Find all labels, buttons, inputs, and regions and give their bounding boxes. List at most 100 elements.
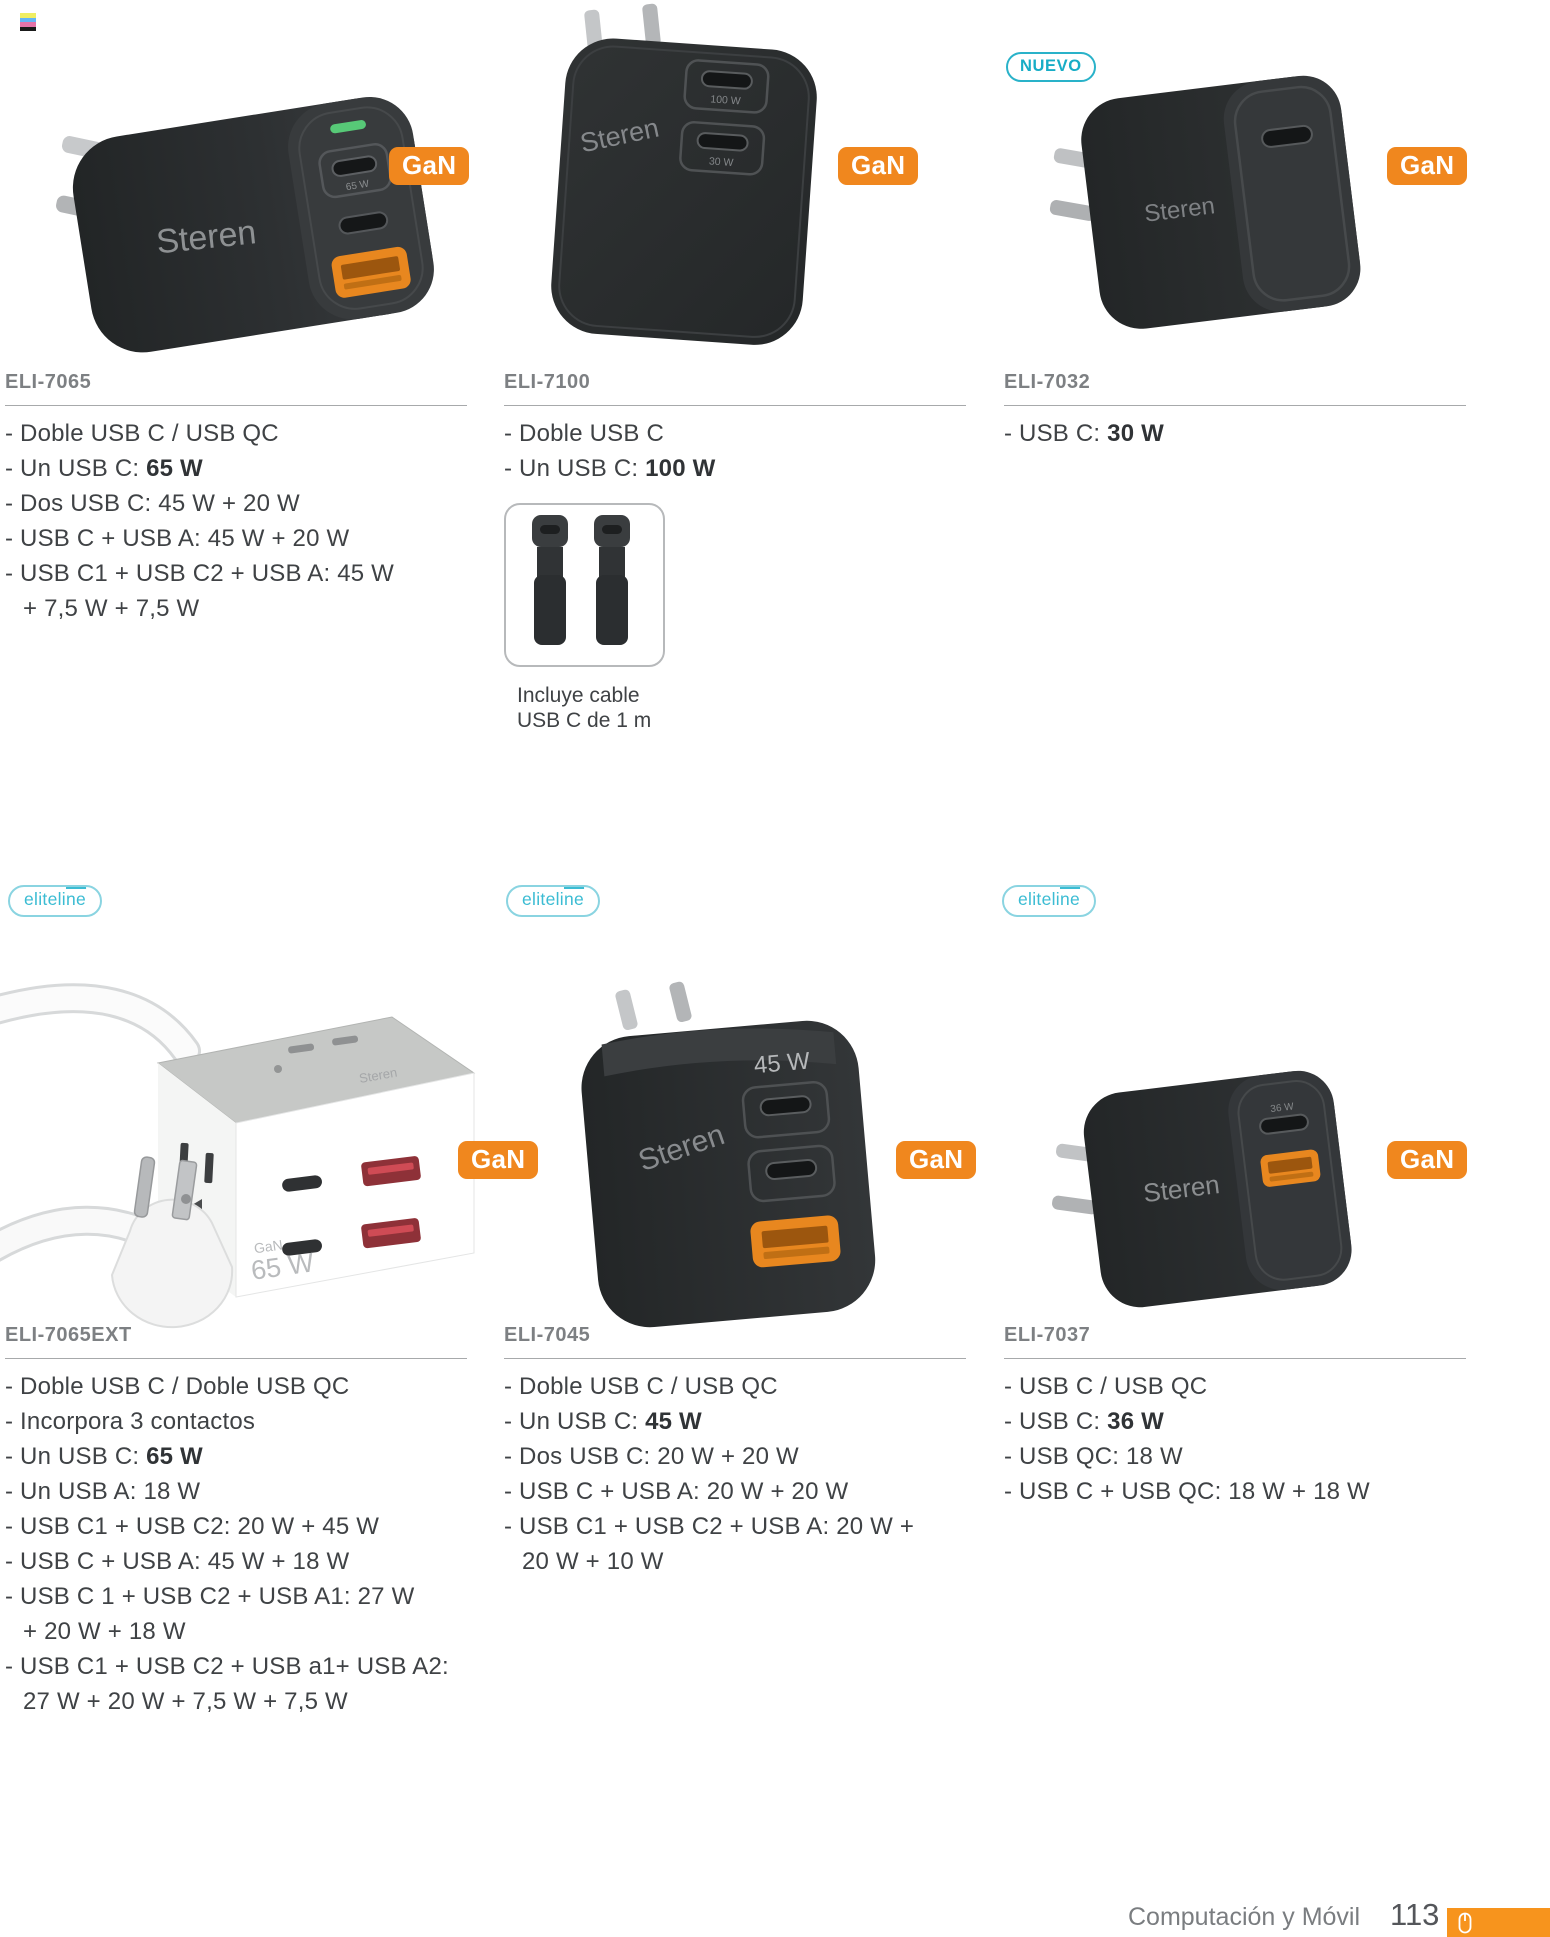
gan-print-label: GaN <box>253 1236 284 1256</box>
spec-line: 20 W + 10 W <box>504 1544 966 1579</box>
product-card-eli-7065: ELI-7065 - Doble USB C / USB QC - Un USB… <box>5 371 467 626</box>
port-watt-label: 65 W <box>345 179 370 194</box>
usb-c-connector <box>532 515 568 645</box>
spec-text: - Un USB C: <box>504 455 646 482</box>
usb-c-port <box>1261 124 1313 148</box>
spec-line: - USB C1 + USB C2 + USB A: 20 W + <box>504 1509 966 1544</box>
brand-logo-text: Steren <box>358 1065 398 1086</box>
gan-badge: GaN <box>896 1141 977 1179</box>
spec-line: - USB C + USB A: 45 W + 20 W <box>5 521 467 556</box>
spec-text: - USB C1 + USB C2 + USB A: 20 W + <box>504 1513 915 1540</box>
spec-text: - Incorpora 3 contactos <box>5 1408 256 1435</box>
print-registration-mark-icon <box>20 13 36 31</box>
product-image-eli-7032: Steren <box>1049 75 1361 329</box>
nuevo-badge: NUEVO <box>1006 52 1096 82</box>
usb-c-port-1 <box>741 1080 831 1139</box>
spec-list: - Doble USB C - Un USB C: 100 W <box>504 416 966 486</box>
product-sku: ELI-7037 <box>1004 1324 1466 1359</box>
spec-line: - Doble USB C / USB QC <box>504 1369 966 1404</box>
spec-bold-value: 36 W <box>1107 1408 1164 1435</box>
spec-text: - Doble USB C / USB QC <box>5 420 279 447</box>
spec-line: - USB C 1 + USB C2 + USB A1: 27 W <box>5 1579 467 1614</box>
spec-line: - Dos USB C: 45 W + 20 W <box>5 486 467 521</box>
spec-text: - USB C 1 + USB C2 + USB A1: 27 W <box>5 1583 415 1610</box>
footer-orange-bar <box>1447 1908 1550 1937</box>
eliteline-text: eliteli <box>522 889 564 909</box>
usb-c-cable-icon <box>532 515 630 645</box>
eliteline-text: eliteli <box>1018 889 1060 909</box>
spec-text: 20 W + 10 W <box>522 1548 664 1575</box>
gan-badge: GaN <box>458 1141 539 1179</box>
port-watt-label: 100 W <box>710 93 741 107</box>
spec-text: - USB C: <box>1004 420 1108 447</box>
footer-section-label: Computación y Móvil <box>1128 1903 1361 1931</box>
spec-line: - USB C1 + USB C2 + USB a1+ USB A2: <box>5 1649 467 1684</box>
spec-line: - USB C1 + USB C2 + USB A: 45 W <box>5 556 467 591</box>
spec-text: - Un USB C: <box>5 455 147 482</box>
power-cable <box>0 983 201 1066</box>
usb-a-port <box>331 246 411 298</box>
eliteline-badge: eliteline <box>8 885 103 917</box>
eliteline-text-overline: ne <box>563 889 585 909</box>
spec-text: - USB C1 + USB C2: 20 W + 45 W <box>5 1513 380 1540</box>
product-card-eli-7032: ELI-7032 - USB C: 30 W <box>1004 371 1466 451</box>
spec-line: - USB C + USB QC: 18 W + 18 W <box>1004 1474 1466 1509</box>
spec-list: - USB C / USB QC - USB C: 36 W - USB QC:… <box>1004 1369 1466 1509</box>
spec-line: 27 W + 20 W + 7,5 W + 7,5 W <box>5 1684 467 1719</box>
spec-text: + 20 W + 18 W <box>23 1618 186 1645</box>
caption-line: Incluye cable <box>517 684 640 707</box>
product-sku: ELI-7065 <box>5 371 467 406</box>
spec-line: - Incorpora 3 contactos <box>5 1404 467 1439</box>
spec-text: + 7,5 W + 7,5 W <box>23 595 200 622</box>
product-image-eli-7065ext: Steren GaN 65 W <box>0 983 476 1329</box>
eliteline-text-overline: ne <box>1059 889 1081 909</box>
spec-text: - USB C + USB QC: 18 W + 18 W <box>1004 1478 1370 1505</box>
spec-bold-value: 100 W <box>645 455 716 482</box>
spec-bold-value: 45 W <box>645 1408 702 1435</box>
usb-c-port-2 <box>747 1144 836 1203</box>
spec-line: - Un USB C: 65 W <box>5 1439 467 1474</box>
spec-line: - Doble USB C / USB QC <box>5 416 467 451</box>
gan-badge: GaN <box>838 147 919 185</box>
plug-prongs <box>615 981 692 1031</box>
spec-text: - USB C / USB QC <box>1004 1373 1208 1400</box>
gan-badge: GaN <box>1387 1141 1468 1179</box>
spec-line: - Doble USB C <box>504 416 966 451</box>
spec-text: - Un USB A: 18 W <box>5 1478 201 1505</box>
spec-list: - Doble USB C / USB QC - Un USB C: 45 W … <box>504 1369 966 1579</box>
usb-c-port <box>1259 1113 1309 1135</box>
usb-c-port-1: 65 W <box>318 143 392 199</box>
spec-text: - Un USB C: <box>5 1443 147 1470</box>
usb-c-port-2 <box>338 211 389 235</box>
product-image-eli-7065: 65 W Steren <box>56 96 434 353</box>
spec-text: - Dos USB C: 20 W + 20 W <box>504 1443 799 1470</box>
spec-list: - Doble USB C / Doble USB QC - Incorpora… <box>5 1369 467 1719</box>
spec-line: - USB C: 30 W <box>1004 416 1466 451</box>
spec-text: - Doble USB C / Doble USB QC <box>5 1373 350 1400</box>
spec-line: - Doble USB C / Doble USB QC <box>5 1369 467 1404</box>
spec-line: - USB C / USB QC <box>1004 1369 1466 1404</box>
included-cable-thumbnail <box>504 503 665 667</box>
product-card-eli-7100: ELI-7100 - Doble USB C - Un USB C: 100 W <box>504 371 966 486</box>
spec-bold-value: 65 W <box>146 455 203 482</box>
product-sku: ELI-7100 <box>504 371 966 406</box>
spec-list: - Doble USB C / USB QC - Un USB C: 65 W … <box>5 416 467 626</box>
product-image-eli-7037: 36 W Steren <box>1052 1070 1352 1308</box>
usb-a-port-1 <box>361 1156 421 1187</box>
spec-line: - Un USB A: 18 W <box>5 1474 467 1509</box>
spec-line: - USB C: 36 W <box>1004 1404 1466 1439</box>
spec-text: - USB QC: 18 W <box>1004 1443 1183 1470</box>
spec-line: - USB QC: 18 W <box>1004 1439 1466 1474</box>
spec-line: - USB C + USB A: 20 W + 20 W <box>504 1474 966 1509</box>
port-watt-label: 30 W <box>709 155 734 169</box>
usb-a-port <box>1260 1149 1321 1187</box>
spec-bold-value: 30 W <box>1107 420 1164 447</box>
spec-text: - Doble USB C <box>504 420 664 447</box>
spec-text: - Doble USB C / USB QC <box>504 1373 778 1400</box>
led-indicator <box>330 120 366 134</box>
eliteline-badge: eliteline <box>1002 885 1097 917</box>
gan-badge: GaN <box>389 147 470 185</box>
charger-body <box>551 38 817 345</box>
spec-text: - USB C + USB A: 45 W + 20 W <box>5 525 350 552</box>
product-sku: ELI-7065EXT <box>5 1324 467 1359</box>
